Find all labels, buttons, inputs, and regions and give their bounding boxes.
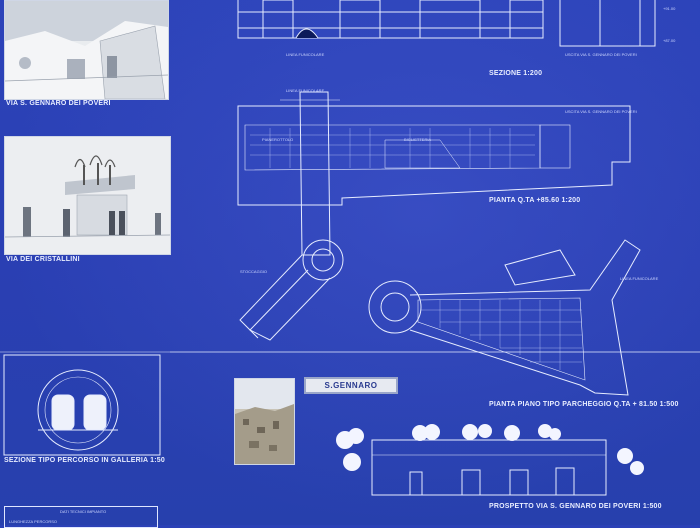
parking-grid-hatch	[420, 300, 582, 370]
galleria-section-drawing	[3, 354, 161, 456]
caption-photo-san-gennaro: VIA S. GENNARO DEI POVERI	[6, 100, 111, 107]
caption-prospetto: PROSPETTO VIA S. GENNARO DEI POVERI 1:50…	[489, 503, 662, 510]
inset-photo-sketch	[235, 379, 294, 464]
photo-via-dei-cristallini	[4, 136, 171, 255]
label-linea-funicolare-top: LINEA FUNICOLARE	[286, 52, 325, 57]
label-uscita-plan: USCITA VIA S. GENNARO DEI POVERI	[565, 109, 637, 114]
label-linea-funicolare-plan: LINEA FUNICOLARE	[286, 88, 325, 93]
label-linea-funicolare-right: LINEA FUNICOLARE	[620, 276, 659, 281]
caption-photo-cristallini: VIA DEI CRISTALLINI	[6, 256, 80, 263]
caption-galleria: SEZIONE TIPO PERCORSO IN GALLERIA 1:50	[4, 457, 165, 464]
table-title: DATI TECNICI IMPIANTO	[60, 509, 107, 514]
prospetto-drawing	[371, 439, 607, 496]
photo-via-san-gennaro-sketch	[5, 1, 168, 99]
plan-grid-hatch	[250, 128, 535, 168]
photo-via-san-gennaro	[4, 0, 169, 100]
photo-via-dei-cristallini-sketch	[5, 137, 170, 254]
inset-photo-san-gennaro	[234, 378, 295, 465]
caption-pianta: PIANTA Q.TA +85.60 1:200	[489, 197, 581, 204]
label-biglietteria: BIGLIETTERIA	[404, 137, 432, 142]
table-row-lunghezza: LUNGHEZZA PERCORSO	[9, 519, 58, 524]
parking-plan-drawing	[368, 239, 641, 396]
badge-san-gennaro: S.GENNARO	[304, 377, 398, 394]
section-elevation-drawing	[237, 0, 656, 47]
caption-sezione: Sezione 1:200	[489, 70, 543, 77]
label-pianerottolo: PIANEROTTOLO	[262, 137, 294, 142]
label-elev-2: +87.00	[663, 38, 676, 43]
prospetto-trees	[336, 424, 644, 475]
label-uscita-top: USCITA VIA S. GENNARO DEI POVERI	[565, 52, 637, 57]
galleria-cars	[51, 394, 107, 431]
label-stoccaggio: STOCCAGGIO	[240, 269, 268, 274]
plan-q85-drawing	[237, 91, 631, 341]
caption-pianta-parcheggio: PIANTA PIANO TIPO PARCHEGGIO Q.TA + 81.5…	[489, 401, 679, 408]
label-elev-1: +91.00	[663, 6, 676, 11]
